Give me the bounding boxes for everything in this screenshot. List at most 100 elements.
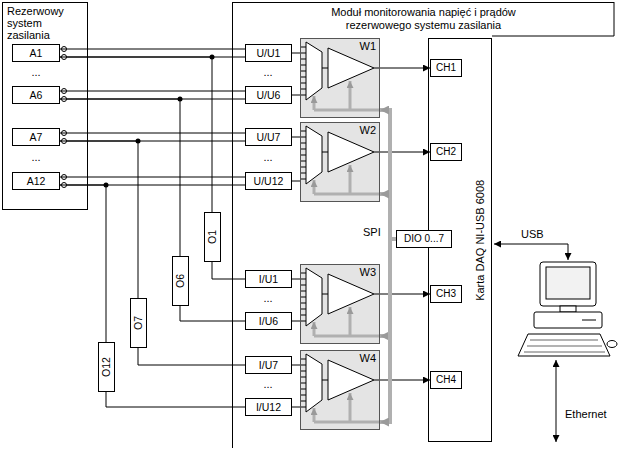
node-text: I/U7	[259, 359, 278, 371]
signal-arrow	[380, 68, 430, 69]
wire	[60, 99, 180, 256]
junction-dots	[104, 55, 215, 188]
source-box: A1	[12, 44, 60, 62]
current-transducer-box: I/U1	[245, 270, 292, 288]
node-text: CH1	[436, 62, 456, 74]
wire	[292, 407, 300, 408]
usb-link	[494, 244, 568, 260]
node-text: Rezerwowy system zasilania	[3, 3, 87, 43]
amplifier-block: W4	[300, 350, 380, 430]
signal-arrow	[380, 152, 430, 153]
wire	[292, 279, 300, 280]
source-box: A7	[12, 128, 60, 146]
dio-port-box: DIO 0...7	[396, 230, 452, 248]
power-system-box: A1A6A7A12 Rezerwowy system zasilania	[2, 2, 88, 210]
signal-arrow	[380, 380, 430, 381]
wire	[138, 348, 245, 365]
ellipsis: ...	[30, 151, 41, 164]
channel-box: CH1	[430, 59, 462, 77]
node-text: O12	[100, 357, 112, 377]
rotated-text-holder: Karta DAQ NI-USB 6008	[473, 39, 489, 441]
wire	[60, 185, 106, 342]
node-text: U/U7	[257, 131, 281, 143]
node-text: U/U1	[257, 47, 281, 59]
rotated-text-holder: O6	[173, 257, 188, 305]
node-text: CH4	[436, 374, 456, 386]
node-text: O6	[174, 274, 186, 288]
ellipsis: ...	[262, 151, 273, 164]
current-transducer-box: I/U7	[245, 356, 292, 374]
node-text: A1	[30, 47, 43, 59]
bus-name: SPI	[362, 226, 382, 239]
channel-box: CH3	[430, 285, 462, 303]
ellipsis: ...	[262, 292, 273, 305]
node-text: DIO 0...7	[404, 233, 444, 245]
wire	[292, 181, 300, 182]
node-text: A12	[27, 175, 46, 187]
node-text: A6	[30, 89, 43, 101]
computer-icon	[518, 262, 617, 356]
source-box: A6	[12, 86, 60, 104]
node-text: Moduł monitorowania napięć i prądów reze…	[233, 3, 614, 31]
wire	[292, 53, 300, 54]
wire	[292, 137, 300, 138]
wire	[292, 321, 300, 322]
node-text: I/U6	[259, 315, 278, 327]
node-text: Karta DAQ NI-USB 6008	[475, 179, 488, 300]
current-sensor-box: O7	[130, 298, 147, 348]
node-text: A7	[30, 131, 43, 143]
amplifier-block: W2	[300, 122, 380, 202]
wire	[212, 262, 245, 279]
node-text: W3	[360, 266, 377, 279]
node-text: W4	[360, 352, 377, 365]
ellipsis: ...	[262, 66, 273, 79]
current-sensor-box: O12	[98, 342, 115, 392]
wire	[60, 141, 138, 298]
terminals	[62, 47, 67, 188]
current-transducer-box: I/U12	[245, 398, 292, 416]
amplifier-block: W1	[300, 38, 380, 118]
node-text: I/U1	[259, 273, 278, 285]
amplifier-block: W3	[300, 264, 380, 344]
current-sensor-box: O6	[172, 256, 189, 306]
node-text: CH3	[436, 288, 456, 300]
node-text: I/U12	[256, 401, 281, 413]
interface-name: Ethernet	[564, 408, 608, 421]
source-box: A12	[12, 172, 60, 190]
spi-bus	[380, 239, 396, 422]
voltage-transducer-box: U/U12	[245, 172, 292, 190]
wire	[106, 392, 245, 407]
node-text: U/U6	[257, 89, 281, 101]
voltage-transducer-box: U/U1	[245, 44, 292, 62]
wire	[292, 95, 300, 96]
voltage-transducer-box: U/U6	[245, 86, 292, 104]
channel-box: CH4	[430, 371, 462, 389]
rotated-text-holder: O1	[205, 213, 220, 261]
node-text: U/U12	[254, 175, 284, 187]
spi-bus	[380, 194, 396, 239]
current-transducer-box: I/U6	[245, 312, 292, 330]
ethernet-link	[556, 360, 557, 442]
signal-arrow	[380, 294, 430, 295]
wire	[292, 365, 300, 366]
voltage-transducer-box: U/U7	[245, 128, 292, 146]
ellipsis: ...	[262, 378, 273, 391]
spi-bus	[380, 110, 396, 239]
node-text: CH2	[436, 146, 456, 158]
wire	[180, 306, 245, 321]
interface-name: USB	[520, 228, 545, 241]
wire	[60, 57, 212, 212]
ellipsis: ...	[30, 66, 41, 79]
rotated-text-holder: O7	[131, 299, 146, 347]
channel-box: CH2	[430, 143, 462, 161]
rotated-text-holder: O12	[99, 343, 114, 391]
module-box: U/U1U/U6 W1U/U7U/U12 W2I/U1I/U6 W3I/U7I/U12…	[232, 2, 614, 448]
node-text: O7	[132, 316, 144, 330]
node-text: W1	[360, 40, 377, 53]
node-text: W2	[360, 124, 377, 137]
current-sensor-box: O1	[204, 212, 221, 262]
